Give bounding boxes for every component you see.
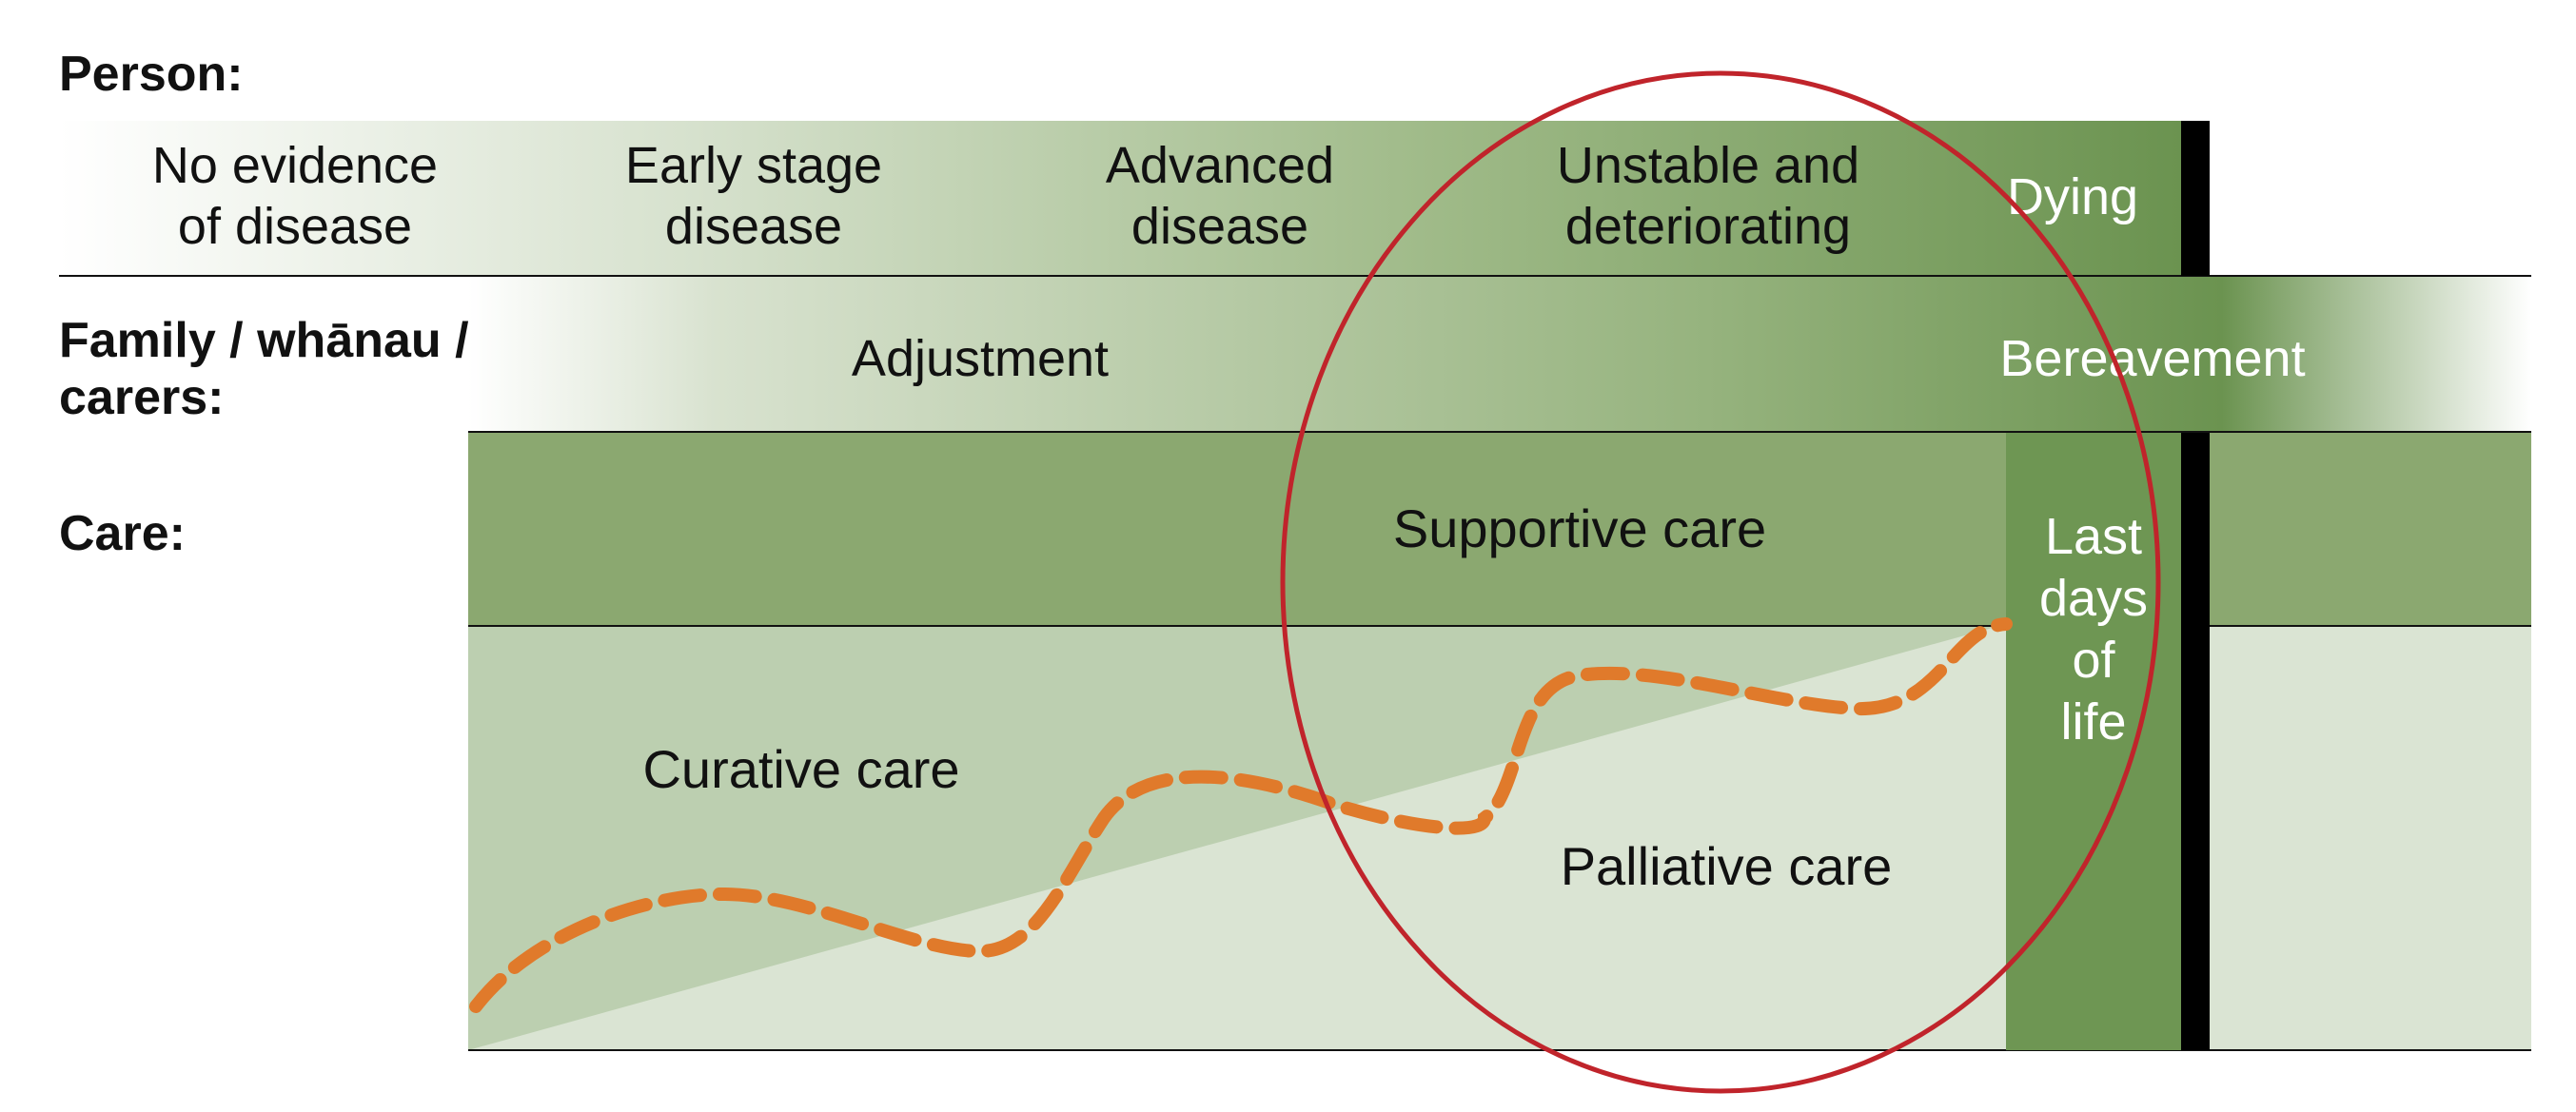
row-label-person: Person: [59,47,244,102]
stage-no-evidence-line2: of disease [178,198,412,255]
stage-no-evidence-line1: No evidence [152,137,438,194]
stage-early-line2: disease [665,198,842,255]
last-days-column [2006,433,2181,1050]
curative-care-label: Curative care [642,739,959,799]
curative-care-region [468,624,2006,1050]
family-band [468,277,2531,432]
palliative-care-label: Palliative care [1561,836,1893,896]
stage-advanced-line1: Advanced [1106,137,1334,194]
last-days-line3: of [2072,632,2115,689]
stage-unstable-line1: Unstable and [1557,137,1859,194]
person-band [59,121,2181,276]
last-days-line2: days [2039,570,2148,627]
supportive-care-label: Supportive care [1393,498,1766,558]
stage-dying: Dying [2007,168,2138,225]
last-days-line4: life [2060,693,2126,751]
death-divider-lower [2181,433,2210,1050]
stage-unstable-line2: deteriorating [1565,198,1851,255]
stage-advanced-line2: disease [1131,198,1308,255]
focus-circle [1280,70,2161,1094]
death-divider-upper [2181,121,2210,276]
row-label-family-line2: carers: [59,370,224,425]
row-label-care: Care: [59,506,186,561]
stage-early-line1: Early stage [625,137,882,194]
family-stage-adjustment: Adjustment [852,330,1109,387]
last-days-line1: Last [2045,508,2142,565]
row-label-family-line1: Family / whānau / [59,313,469,368]
family-stage-bereavement: Bereavement [1999,330,2305,387]
